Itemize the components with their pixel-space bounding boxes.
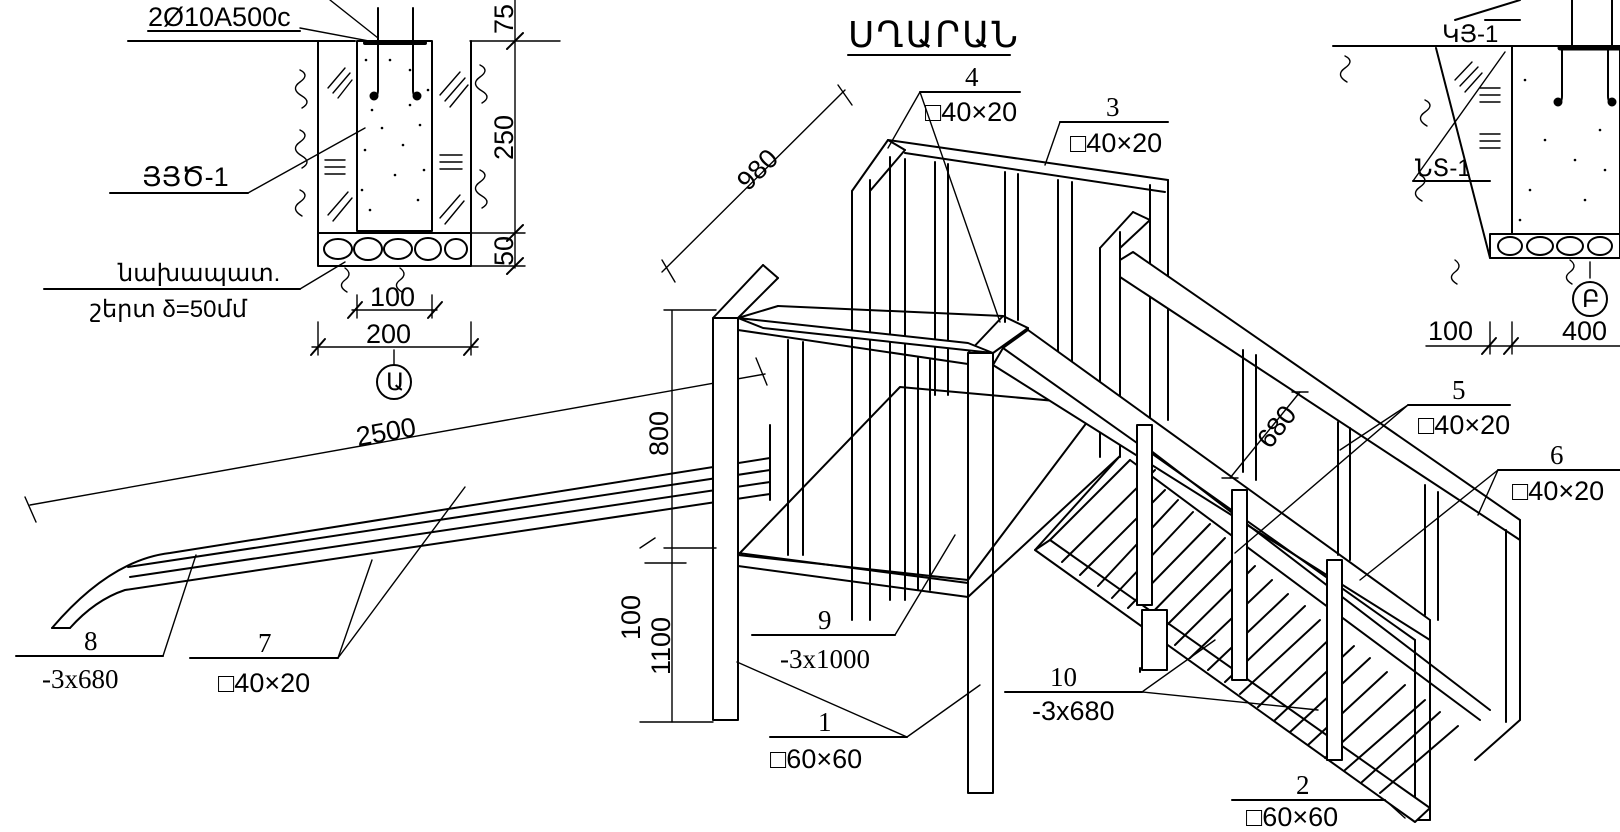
callout-6-size: □40×20 xyxy=(1512,476,1604,506)
slide-chute xyxy=(51,457,771,629)
callout-9-num: 9 xyxy=(818,605,832,635)
post-front-right xyxy=(967,352,994,794)
dim-100-b: 100 xyxy=(1428,316,1473,346)
footing-detail-a: 2Ø10A500c ՅՅԾ-1 xyxy=(43,0,561,400)
dim-200-a: 200 xyxy=(366,319,411,349)
callout-10-size: -3x680 xyxy=(1032,696,1115,726)
dim-50: 50 xyxy=(489,236,519,266)
callout-3-num: 3 xyxy=(1106,92,1120,122)
callout-9-size: -3x1000 xyxy=(780,644,870,674)
callout-4-size: □40×20 xyxy=(925,97,1017,127)
mark-nt1: ՆՏ-1 xyxy=(1415,155,1471,182)
callout-6-num: 6 xyxy=(1550,440,1564,470)
dim-980: 980 xyxy=(731,143,784,196)
callout-5-size: □40×20 xyxy=(1418,410,1510,440)
callout-2-size: □60×60 xyxy=(1246,802,1338,832)
callout-1-size: □60×60 xyxy=(770,744,862,774)
footing-mark-label: ՅՅԾ-1 xyxy=(142,162,229,192)
callout-10-num: 10 xyxy=(1050,662,1077,692)
callout-4-num: 4 xyxy=(965,62,979,92)
axis-bubble-a xyxy=(376,364,412,400)
prep-layer-label-1: նախապատ. xyxy=(117,260,280,287)
dim-250: 250 xyxy=(489,115,519,160)
footing-detail-b: ԿՅ-1 ՆՏ-1 Բ 100 400 xyxy=(1332,0,1620,355)
dim-680: 680 xyxy=(1251,400,1302,454)
callout-8-num: 8 xyxy=(84,626,98,656)
dim-75: 75 xyxy=(489,4,519,34)
post-front-left xyxy=(712,317,739,721)
dim-100: 100 xyxy=(616,595,646,640)
callout-8-size: -3x680 xyxy=(42,664,119,694)
drawing-title: ՍՂԱՐԱՆ xyxy=(848,14,1020,55)
dim-400-b: 400 xyxy=(1562,316,1607,346)
dim-1100: 1100 xyxy=(646,617,676,675)
prep-layer-label-2: շերտ δ=50մմ xyxy=(90,296,248,323)
axis-bubble-b xyxy=(1572,281,1608,317)
callout-7-size: □40×20 xyxy=(218,668,310,698)
callout-2-num: 2 xyxy=(1296,770,1310,800)
axis-label-b: Բ xyxy=(1582,286,1600,313)
callout-5-num: 5 xyxy=(1452,375,1466,405)
callout-3-size: □40×20 xyxy=(1070,128,1162,158)
slide-structure: 2500 xyxy=(24,139,1521,823)
axis-label-a: Ա xyxy=(386,369,404,396)
dim-100-a: 100 xyxy=(370,282,415,312)
rebar-label: 2Ø10A500c xyxy=(148,2,291,32)
callout-1-num: 1 xyxy=(818,707,832,737)
concrete-speckles xyxy=(360,58,430,212)
mark-ky1: ԿՅ-1 xyxy=(1442,21,1498,48)
concrete-footing xyxy=(356,40,433,232)
callout-7-num: 7 xyxy=(258,628,272,658)
dim-2500: 2500 xyxy=(354,412,418,452)
handrail xyxy=(992,329,1431,641)
dim-800: 800 xyxy=(644,411,674,456)
